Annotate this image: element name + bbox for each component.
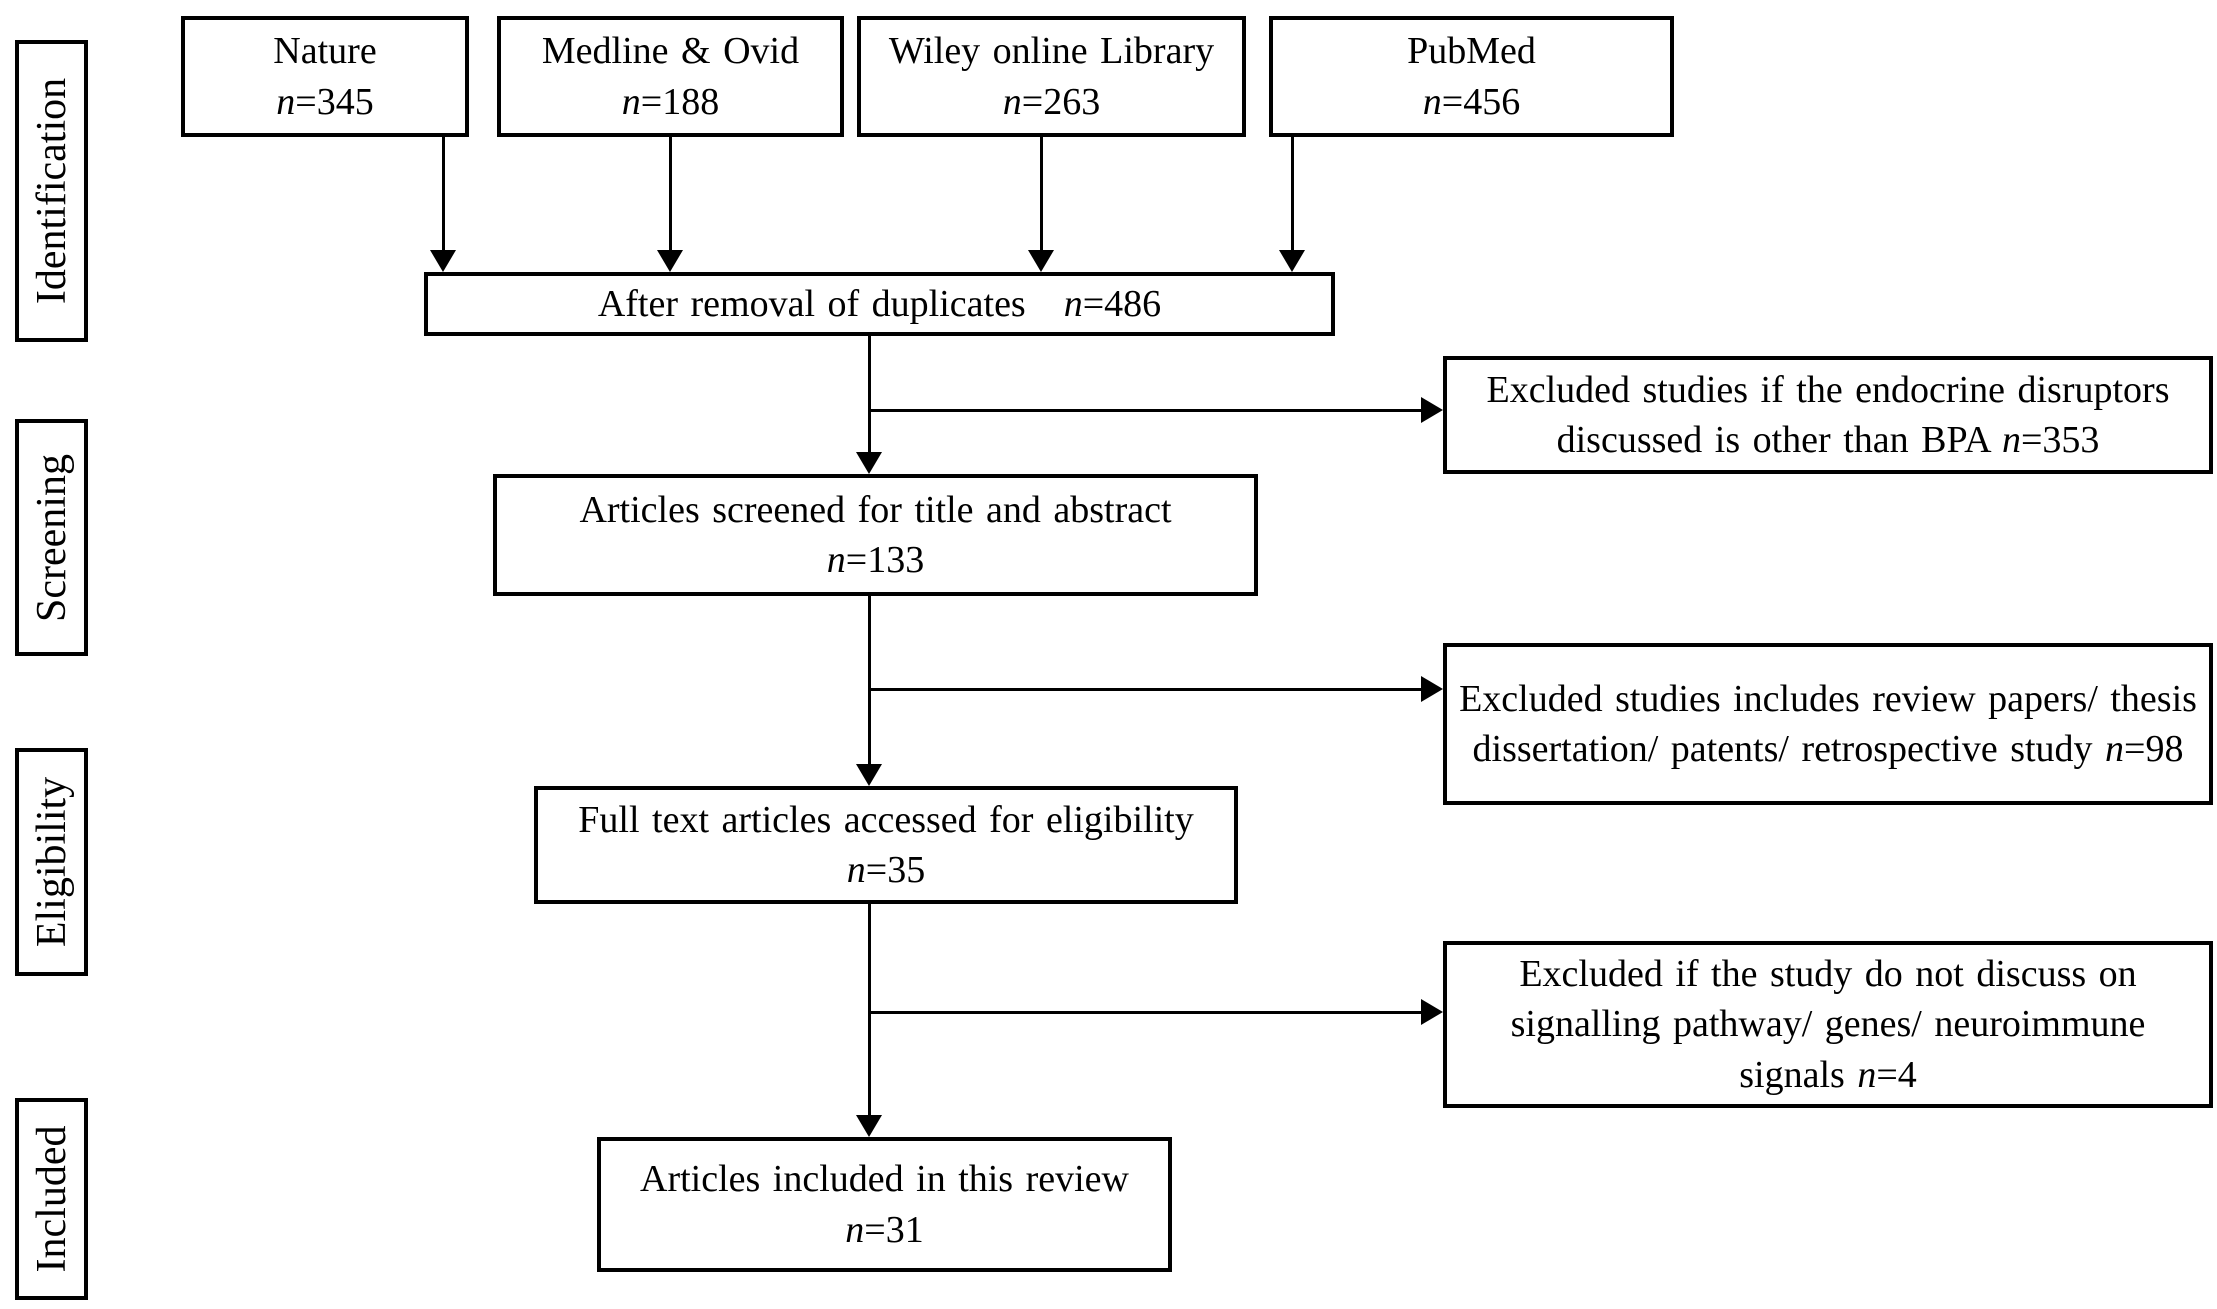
connector-medline-to-duplicates xyxy=(669,137,672,252)
fulltext-count: n=35 xyxy=(846,849,926,891)
stage-label-identification: Identification xyxy=(28,77,75,305)
connector-branch-to-excluded-1 xyxy=(868,409,1423,412)
source-name-wiley: Wiley online Library xyxy=(888,30,1215,73)
excluded-text-1: Excluded studies if the endocrine disrup… xyxy=(1486,368,2170,461)
connector-fulltext-to-included xyxy=(868,904,871,1117)
screened-count: n=133 xyxy=(826,539,925,581)
excluded-text-3: Excluded if the study do not discuss on … xyxy=(1510,953,2146,1096)
included-box: Articles included in this review n=31 xyxy=(597,1137,1172,1272)
excluded-text-2: Excluded studies includes review papers/… xyxy=(1459,677,2197,770)
arrowhead-pubmed-to-duplicates xyxy=(1279,250,1305,272)
source-box-nature: Nature n=345 xyxy=(181,16,469,137)
connector-pubmed-to-duplicates xyxy=(1291,137,1294,252)
connector-branch-to-excluded-3 xyxy=(868,1011,1423,1014)
source-box-medline-ovid: Medline & Ovid n=188 xyxy=(497,16,844,137)
excluded-box-2: Excluded studies includes review papers/… xyxy=(1443,643,2213,805)
arrowhead-to-excluded-3 xyxy=(1421,999,1443,1025)
stage-box-eligibility: Eligibility xyxy=(15,748,88,976)
included-count: n=31 xyxy=(845,1208,924,1251)
stage-label-included: Included xyxy=(28,1125,75,1273)
source-box-pubmed: PubMed n=456 xyxy=(1269,16,1674,137)
excluded-box-1: Excluded studies if the endocrine disrup… xyxy=(1443,356,2213,474)
arrowhead-duplicates-to-screened xyxy=(856,452,882,474)
connector-wiley-to-duplicates xyxy=(1040,137,1043,252)
arrowhead-to-excluded-1 xyxy=(1421,397,1443,423)
stage-box-identification: Identification xyxy=(15,40,88,342)
stage-box-screening: Screening xyxy=(15,419,88,656)
arrowhead-medline-to-duplicates xyxy=(657,250,683,272)
arrowhead-screened-to-fulltext xyxy=(856,764,882,786)
stage-box-included: Included xyxy=(15,1098,88,1300)
arrowhead-nature-to-duplicates xyxy=(430,250,456,272)
screened-text: Articles screened for title and abstract xyxy=(579,488,1172,531)
stage-label-screening: Screening xyxy=(28,453,75,622)
source-name-pubmed: PubMed xyxy=(1407,30,1536,73)
source-count-medline-ovid: n=188 xyxy=(621,80,720,123)
arrowhead-to-excluded-2 xyxy=(1421,676,1443,702)
excluded-box-3: Excluded if the study do not discuss on … xyxy=(1443,941,2213,1108)
arrowhead-wiley-to-duplicates xyxy=(1028,250,1054,272)
connector-screened-to-fulltext xyxy=(868,596,871,766)
screened-box: Articles screened for title and abstract… xyxy=(493,474,1258,596)
source-count-nature: n=345 xyxy=(276,80,374,123)
connector-nature-to-duplicates xyxy=(442,137,445,252)
stage-label-eligibility: Eligibility xyxy=(28,776,75,948)
source-name-nature: Nature xyxy=(273,30,377,73)
fulltext-box: Full text articles accessed for eligibil… xyxy=(534,786,1238,904)
arrowhead-fulltext-to-included xyxy=(856,1115,882,1137)
connector-duplicates-to-screened xyxy=(868,336,871,456)
source-box-wiley: Wiley online Library n=263 xyxy=(857,16,1246,137)
source-name-medline-ovid: Medline & Ovid xyxy=(541,30,800,73)
included-text: Articles included in this review xyxy=(640,1158,1129,1201)
connector-branch-to-excluded-2 xyxy=(868,688,1423,691)
source-count-wiley: n=263 xyxy=(1002,80,1101,123)
fulltext-text: Full text articles accessed for eligibil… xyxy=(578,798,1194,841)
source-count-pubmed: n=456 xyxy=(1422,80,1521,123)
